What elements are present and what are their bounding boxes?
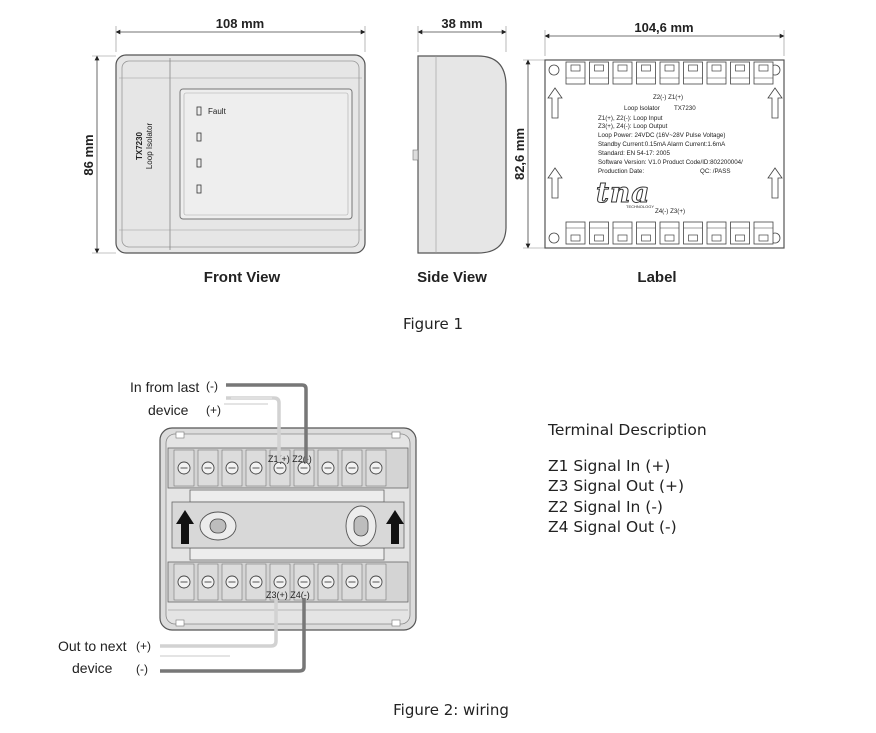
figure1-caption: Figure 1 [403,315,463,333]
label-line2: Z1(+), Z2(-): Loop Input [598,115,663,122]
label-view: 104,6 mm 82,6 mm Z2(-) Z1(+) Loop Isolat… [512,20,785,249]
bottom-terminal-labels: Z3(+) Z4(-) [266,590,310,600]
label-line1-left: Loop Isolator [624,105,660,112]
terminal-item: Z1 Signal In (+) [548,456,671,475]
label-line8-left: Production Date: [598,168,644,175]
front-name: Loop Isolator [145,123,154,170]
dim-front-height: 86 mm [81,134,96,175]
front-model: TX7230 [135,131,144,160]
wire-in-positive [226,396,281,462]
in-label-line1: In from last [130,379,199,395]
up-arrow-left-icon [176,510,194,544]
out-positive-label: (+) [136,639,151,653]
up-arrow-right-icon [386,510,404,544]
wiring-diagram: Z1(+) Z2(-) Z3(+) Z4(-) In from last dev… [58,379,417,676]
terminal-item: Z3 Signal Out (+) [548,477,685,495]
label-line5: Standby Current:0.15mA Alarm Current:1.6… [598,141,726,148]
label-line4: Loop Power: 24VDC (16V~28V Pulse Voltage… [598,132,725,139]
wire-out-negative [160,598,306,673]
side-view: 38 mm [412,16,507,254]
wire-in-negative [226,383,308,462]
wire-out-positive [160,598,278,648]
label-line1-right: TX7230 [674,105,696,112]
terminal-description-title: Terminal Description [548,421,707,439]
front-view: 108 mm 86 mm TX7230 Loop Isolator Fault [81,16,366,254]
label-line7: Software Version: V1.0 Product Code/ID:8… [598,159,743,166]
dim-label-height: 82,6 mm [512,128,527,180]
in-positive-label: (+) [206,403,221,417]
out-label-line1: Out to next [58,638,127,654]
side-view-title: Side View [417,269,487,286]
fault-label: Fault [208,107,227,116]
dim-front-width: 108 mm [216,16,264,31]
front-view-title: Front View [204,269,281,286]
dim-label-width: 104,6 mm [634,20,693,35]
side-housing [417,55,507,254]
figure2-caption: Figure 2: wiring [393,701,509,719]
terminal-item: Z4 Signal Out (-) [548,518,677,536]
front-window [179,88,353,220]
in-negative-label: (-) [206,379,218,393]
top-terminal-labels: Z1(+) Z2(-) [268,454,312,464]
label-line3: Z3(+), Z4(-): Loop Output [598,123,668,130]
out-label-line2: device [72,660,113,676]
in-label-line2: device [148,402,189,418]
label-logo: tna [596,176,650,209]
label-line8-right: QC: /PASS [700,168,731,175]
label-line6: Standard: EN 54-17: 2005 [598,150,670,157]
label-view-title: Label [637,269,676,286]
label-top-terminals: Z2(-) Z1(+) [653,94,683,101]
fault-led [196,106,202,116]
terminal-item: Z2 Signal In (-) [548,497,663,516]
label-logo-sub: TECHNOLOGY [626,204,654,209]
out-negative-label: (-) [136,662,148,676]
label-bottom-terminals: Z4(-) Z3(+) [655,208,685,215]
label-plate [544,59,785,249]
terminal-description: Terminal Description Z1 Signal In (+) Z3… [548,420,707,538]
dim-side-width: 38 mm [441,16,482,31]
